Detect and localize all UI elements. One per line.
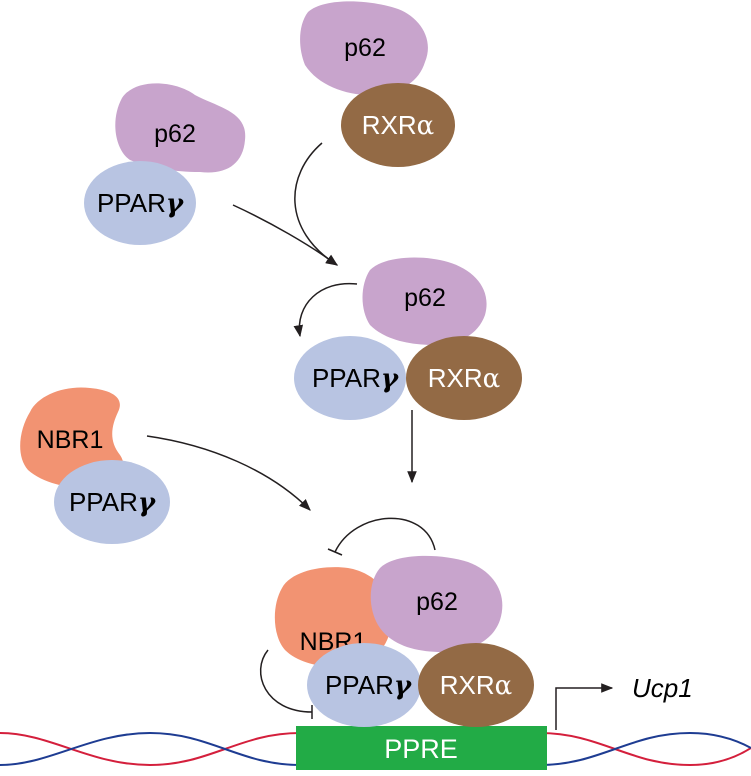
nbr1-pparg-complex: NBR1 PPARγ xyxy=(20,387,170,544)
inhibition-p62-to-nbr1 xyxy=(334,517,436,553)
pparg-ellipse xyxy=(84,161,196,245)
pparg-label: PPARγ xyxy=(312,363,400,394)
pparg-ellipse xyxy=(294,336,406,420)
p62-blob xyxy=(370,555,503,652)
rxra-label: RXRα xyxy=(428,363,500,394)
inhibition-bar-top xyxy=(327,548,343,556)
rxra-ellipse xyxy=(406,336,522,420)
arrows xyxy=(146,142,614,730)
arrow-p62-to-pparg xyxy=(293,282,358,338)
nbr1-blob xyxy=(274,567,392,667)
p62-pparg-rxra-complex: p62 PPARγ RXRα xyxy=(294,257,522,420)
ucp1-gene-label: Ucp1 xyxy=(632,673,693,703)
rxra-label: RXRα xyxy=(440,670,512,701)
pparg-ellipse xyxy=(307,643,421,727)
nbr1-label: NBR1 xyxy=(37,426,104,454)
dna-strand-blue xyxy=(0,731,751,766)
rxra-ellipse xyxy=(418,643,534,727)
ppre-label: PPRE xyxy=(384,734,458,764)
pparg-label: PPARγ xyxy=(325,670,413,701)
p62-label: p62 xyxy=(404,284,446,312)
p62-blob xyxy=(300,1,428,95)
p62-rxra-complex: p62 RXRα xyxy=(300,1,455,167)
rxra-ellipse xyxy=(341,83,455,167)
p62-blob xyxy=(362,257,487,345)
rxra-label: RXRα xyxy=(362,110,434,141)
ppre-box xyxy=(296,726,547,770)
p62-pparg-complex: p62 PPARγ xyxy=(84,83,246,245)
arrow-rxra-to-complex xyxy=(294,142,339,266)
dna-strand-red xyxy=(0,732,751,767)
p62-label: p62 xyxy=(344,34,386,62)
arrow-nbr1-to-bound xyxy=(146,435,311,511)
p62-label: p62 xyxy=(416,588,458,616)
p62-blob xyxy=(115,83,246,173)
inhibition-nbr1-to-pparg xyxy=(259,649,313,713)
pparg-ellipse xyxy=(54,460,170,544)
arrow-pparg-to-complex xyxy=(232,204,338,266)
transcription-arrow xyxy=(555,683,614,730)
p62-label: p62 xyxy=(154,120,196,148)
dna-helix xyxy=(0,731,751,767)
ppre-element: PPRE xyxy=(296,726,547,770)
bound-complex: NBR1 p62 PPARγ RXRα xyxy=(274,555,534,727)
pparg-label: PPARγ xyxy=(69,487,157,518)
pparg-label: PPARγ xyxy=(97,188,185,219)
